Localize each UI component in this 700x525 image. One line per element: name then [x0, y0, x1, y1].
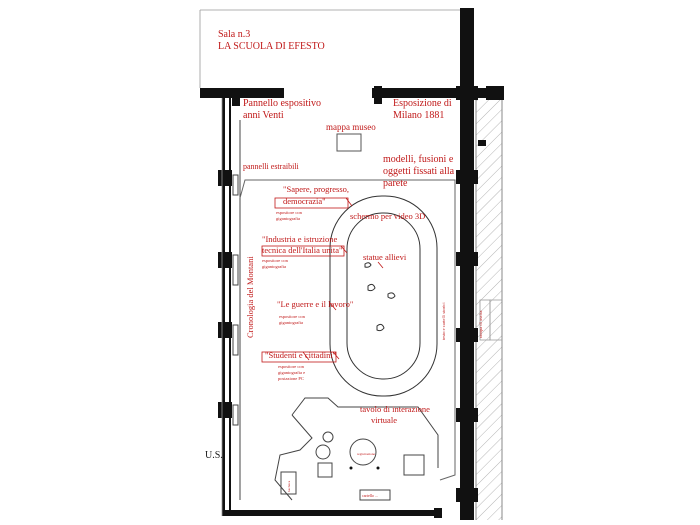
label-industria-sub-1: espositore con — [262, 258, 289, 263]
label-us: U.S. — [205, 450, 223, 461]
label-industria-1: "Industria e istruzione — [262, 234, 337, 244]
label-testo-cartelli: testo e cartelli storici — [441, 302, 446, 340]
label-modelli-2: oggetti fissati alla — [383, 166, 455, 177]
label-sapere-sub-1: espositore con — [276, 210, 303, 215]
label-rampa: rampa di uscita — [478, 311, 483, 339]
label-studenti-sub-2: gigantografia e — [278, 370, 305, 375]
room-number: Sala n.3 — [218, 29, 250, 40]
walls — [200, 8, 504, 520]
red-marks — [302, 197, 384, 361]
label-pannello-2: anni Venti — [243, 110, 284, 121]
label-sapere-1: "Sapere, progresso, — [283, 184, 349, 194]
label-guerre-sub-2: gigantografia — [279, 320, 303, 325]
label-industria-sub-2: gigantografia — [262, 264, 286, 269]
label-modelli-1: modelli, fusioni e — [383, 154, 454, 165]
left-panels — [232, 120, 241, 500]
label-studenti-sub-1: espositore con — [278, 364, 305, 369]
oval-track — [329, 195, 438, 397]
lower-zone — [274, 397, 439, 501]
room-title: LA SCUOLA DI EFESTO — [218, 41, 325, 52]
label-modelli-3: parete — [383, 178, 408, 189]
label-cartello: cartello ... — [362, 493, 378, 498]
label-schermo: schermo per video 3D — [350, 211, 425, 221]
label-cronologia: Cronologia del Montani — [245, 256, 255, 338]
label-registrazione: registrazione — [357, 452, 376, 456]
label-studenti-sub-3: postazione PC — [278, 376, 304, 381]
label-bacheca: bacheca — [287, 480, 291, 492]
exhibit-stands — [261, 197, 349, 363]
label-esposizione-2: Milano 1881 — [393, 110, 444, 121]
label-pannello-1: Pannello espositivo — [243, 98, 321, 109]
label-esposizione-1: Esposizione di — [393, 98, 452, 109]
label-studenti-1: "Studenti e cittadini" — [265, 350, 336, 360]
label-sapere-2: democrazia" — [283, 196, 326, 206]
label-sapere-sub-2: gigantografia — [276, 216, 300, 221]
label-tavolo-2: virtuale — [371, 415, 397, 425]
label-mappa: mappa museo — [326, 122, 376, 132]
outline-lines — [199, 9, 502, 516]
label-tavolo-1: tavolo di interazione — [360, 404, 430, 414]
label-industria-2: tecnica dell'Italia unita" — [262, 245, 343, 255]
label-statue: statue allievi — [363, 252, 407, 262]
label-guerre-1: "Le guerre e il lavoro" — [277, 299, 353, 309]
virtual-table — [280, 431, 425, 501]
student-statues — [364, 262, 396, 332]
interior-partition — [239, 179, 456, 481]
label-pannelli-estraibili: pannelli estraibili — [243, 162, 300, 171]
museum-map-box — [336, 133, 362, 152]
label-guerre-sub-1: espositore con — [279, 314, 306, 319]
